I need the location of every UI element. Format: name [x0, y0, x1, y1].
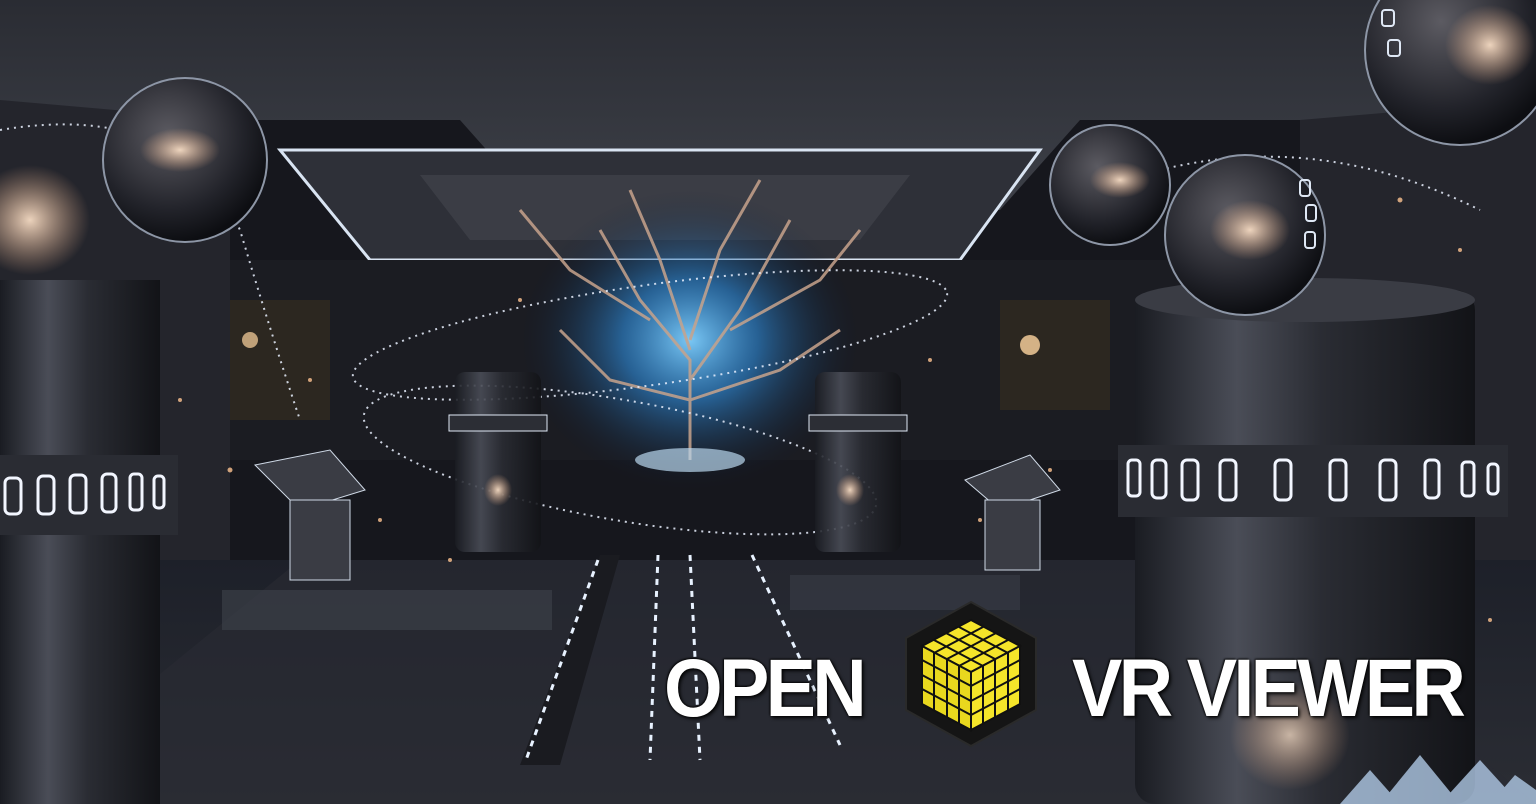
yellow-grid-cube-icon	[905, 600, 1037, 748]
logo-text-open: OPEN	[664, 643, 867, 734]
logo-text-vr-viewer: VR VIEWER	[1072, 643, 1466, 734]
